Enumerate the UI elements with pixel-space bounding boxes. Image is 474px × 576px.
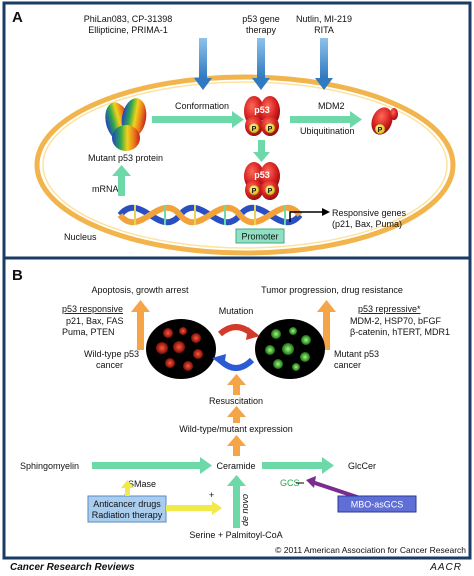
drugs-left-line2: Ellipticine, PRIMA-1 [88,25,168,35]
sphingomyelin-arrow [92,457,212,474]
aacr-logo: AACR [429,562,462,573]
mutant-outcome-arrow [317,300,336,350]
p53-responsive-genes-1: p21, Bax, FAS [66,316,124,326]
anticancer-line1: Anticancer drugs [93,499,161,509]
p53-wildtype-icon [244,96,280,136]
drugs-left-line1: PhiLan083, CP-31398 [84,14,173,24]
responsive-genes-line2: (p21, Bax, Puma) [332,219,402,229]
responsive-genes-line1: Responsive genes [332,208,407,218]
expression-arrow [227,406,246,423]
drugs-to-denovo-arrow [166,501,222,515]
blue-arrow-left [194,38,212,90]
mbo-asgcs-label: MBO-asGCS [351,500,404,510]
mutant-p53-protein-label: Mutant p53 protein [88,153,163,163]
wt-mutant-expression-label: Wild-type/mutant expression [179,424,293,434]
drugs-right-line1: Nutlin, MI-219 [296,14,352,24]
phospho-label-4: P [268,188,273,195]
glccer-label: GlcCer [348,461,376,471]
blue-arrow-middle [252,38,270,90]
panel-b-letter: B [12,267,23,284]
mrna-label: mRNA [92,184,119,194]
mutant-cancer-line2: cancer [334,360,361,370]
drugs-right-line2: RITA [314,25,334,35]
transcription-start-arrow [289,208,330,222]
promoter-box [235,228,285,244]
ceramide-glccer-arrow [262,457,334,474]
ubiquitination-label: Ubiquitination [300,126,355,136]
dna-helix [117,204,303,226]
p53-repressive-genes-2: β-catenin, hTERT, MDR1 [350,327,450,337]
p53-responsive-header: p53 responsive [62,304,123,314]
p53-therapy-line2: therapy [246,25,277,35]
serine-to-ceramide-arrow [227,475,246,528]
figure-frame [2,1,472,560]
mdm2-label: MDM2 [318,101,345,111]
de-novo-label: de novo [240,494,250,526]
panel-a-letter: A [12,9,23,26]
mutant-cell-image [255,319,325,379]
anticancer-line2: Radiation therapy [92,510,163,520]
gcs-label: GCS [280,478,300,488]
nucleus-membrane-inner [42,81,448,249]
degraded-p53-icon [371,107,398,135]
wt-outcome-arrow [131,300,150,350]
phospho-label-2: P [268,126,273,133]
conformation-arrow [152,111,244,128]
degraded-phospho-label: P [378,127,383,134]
p53-to-dna-arrow [253,140,270,162]
nucleus-label: Nucleus [64,232,97,242]
p53-repressive-header: p53 repressive* [358,304,421,314]
promoter-label: Promoter [241,232,278,242]
sphingomyelin-label: Sphingomyelin [20,461,79,471]
resuscitation-label: Resuscitation [209,396,263,406]
wildtype-cell-image [146,319,216,379]
apoptosis-label: Apoptosis, growth arrest [91,285,189,295]
mutant-p53-protein-icon [105,98,147,151]
mutation-label: Mutation [219,306,254,316]
phospho-label-3: P [252,188,257,195]
drugs-to-smase-arrow [121,480,134,496]
mbo-asgcs-box [337,495,417,513]
wildtype-cancer-line1: Wild-type p53 [84,349,139,359]
nucleus-membrane [34,74,456,256]
mdm2-arrow [290,111,362,128]
copyright-text: © 2011 American Association for Cancer R… [275,545,466,555]
resuscitation-arrow [227,374,246,395]
serine-label: Serine + Palmitoyl-CoA [189,530,282,540]
p53-responsive-genes-2: Puma, PTEN [62,327,115,337]
anticancer-drugs-box [87,495,167,523]
mutation-cycle-arrows [212,324,260,371]
p53-wildtype-label: p53 [254,105,270,115]
mbo-inhibition-arrow [306,476,361,500]
mutant-cancer-line1: Mutant p53 [334,349,379,359]
journal-name: Cancer Research Reviews [10,562,135,573]
p53-repressive-genes-1: MDM-2, HSP70, bFGF [350,316,442,326]
tumor-progression-label: Tumor progression, drug resistance [261,285,403,295]
blue-arrow-right [315,38,333,90]
ceramide-label: Ceramide [216,461,255,471]
ceramide-up-arrow [227,435,246,456]
p53-therapy-line1: p53 gene [242,14,280,24]
mrna-to-protein-arrow [112,165,131,196]
phospho-label-1: P [252,126,257,133]
conformation-label: Conformation [175,101,229,111]
p53-dna-bound-icon [244,162,280,200]
wildtype-cancer-line2: cancer [96,360,123,370]
smase-label: SMase [128,479,156,489]
denovo-plus: + [209,490,214,500]
p53-dna-bound-label: p53 [254,170,270,180]
